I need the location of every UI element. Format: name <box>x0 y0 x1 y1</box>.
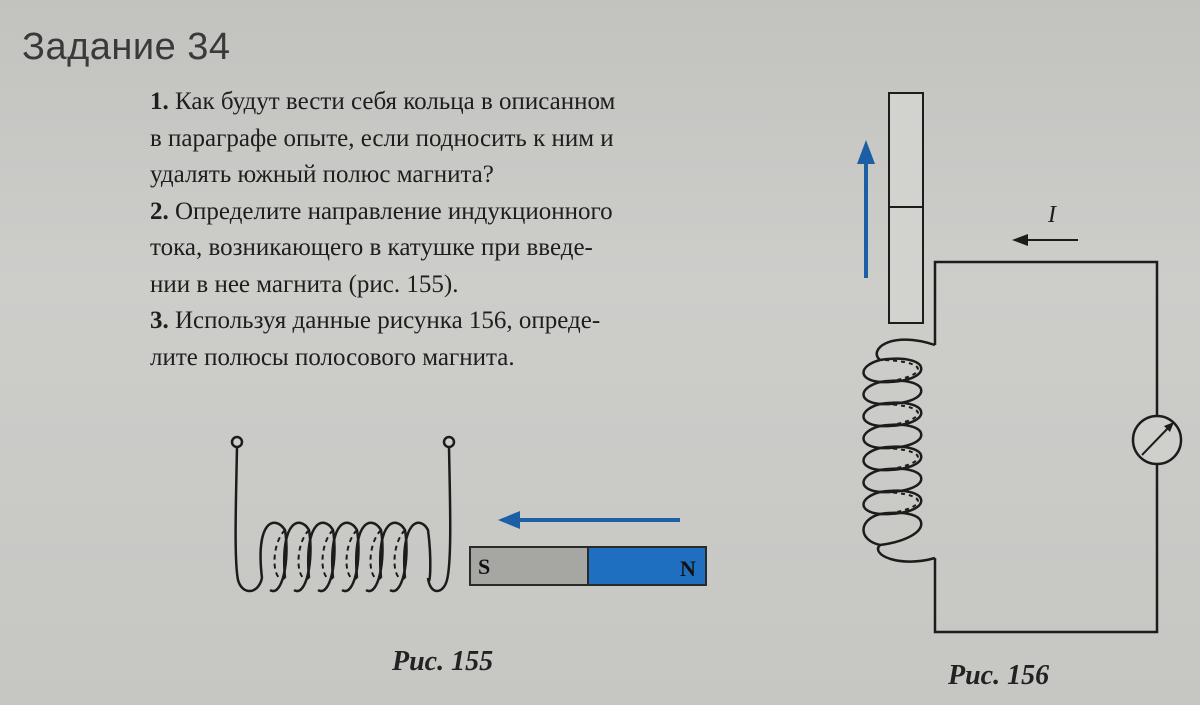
coil-loop-left <box>862 402 881 428</box>
magnet-north-label: N <box>680 556 696 581</box>
terminal-right <box>442 435 456 449</box>
page-title: Задание 34 <box>22 26 231 68</box>
coil-loop <box>879 511 923 547</box>
coil-156 <box>862 357 923 547</box>
coil-loop-left <box>862 358 881 384</box>
coil-loop-left <box>862 512 881 547</box>
task-text-line: в параграфе опыте, если подносить к ним … <box>150 124 614 152</box>
coil-back-loop <box>884 491 919 515</box>
coil-loop <box>879 379 923 406</box>
task-text-line: Определите направление индукционного <box>175 197 613 225</box>
coil-loop-left <box>862 446 881 472</box>
coil-back-loop <box>884 447 919 471</box>
current-arrow <box>1012 234 1078 246</box>
task-3: 3. Используя данные рисунка 156, опреде-… <box>150 303 810 376</box>
coil-loop <box>879 467 923 494</box>
task-number: 3. <box>150 307 169 334</box>
coil-loop-left <box>862 380 881 406</box>
coil-loop <box>879 423 923 450</box>
coil-loop <box>402 521 432 582</box>
task-text-line: лите полюсы полосового магнита. <box>150 343 515 371</box>
task-text-line: нии в нее магнита (рис. 155). <box>150 270 459 298</box>
coil-back-loop <box>884 359 919 383</box>
task-number: 2. <box>150 197 169 225</box>
current-label: I <box>1047 202 1057 228</box>
task-text-line: Как будут вести себя кольца в описанном <box>175 88 616 115</box>
coil-lead-top <box>875 338 936 361</box>
task-1: 1. Как будут вести себя кольца в описанн… <box>150 84 810 194</box>
figure-156: I <box>857 92 1183 634</box>
task-text-line: тока, возникающего в катушке при введе- <box>150 234 593 261</box>
terminal-left <box>230 435 244 449</box>
bar-magnet: S N <box>469 546 707 586</box>
vertical-magnet <box>888 92 924 324</box>
motion-arrow-156 <box>857 140 875 278</box>
task-2: 2. Определите направление индукционного … <box>150 194 810 304</box>
wire-top <box>933 260 1159 415</box>
magnet-south-pole <box>469 546 589 586</box>
coil-lead-left <box>234 446 264 593</box>
task-number: 1. <box>150 88 169 115</box>
coil-155 <box>230 435 456 593</box>
coil-loop-left <box>862 490 881 516</box>
task-text-line: удалять южный полюс магнита? <box>150 161 494 188</box>
galvanometer <box>1131 414 1183 466</box>
motion-arrow-155 <box>498 511 680 529</box>
figure-155-caption: Рис. 155 <box>392 646 494 677</box>
coil-lead-right <box>426 446 452 593</box>
figure-155: S N <box>230 435 707 593</box>
magnet-north-pole <box>587 546 707 586</box>
coil-back-loop <box>884 403 919 427</box>
task-text-line: Используя данные рисунка 156, опреде- <box>175 307 601 334</box>
task-list: 1. Как будут вести себя кольца в описанн… <box>150 84 810 376</box>
wire-bottom <box>933 465 1159 634</box>
coil-loop-left <box>862 424 881 450</box>
circuit-wires <box>875 260 1159 634</box>
magnet-south-label: S <box>478 554 490 579</box>
coil-lead-bottom <box>876 544 936 563</box>
coil-loop-left <box>862 468 881 494</box>
figure-156-caption: Рис. 156 <box>948 660 1050 691</box>
